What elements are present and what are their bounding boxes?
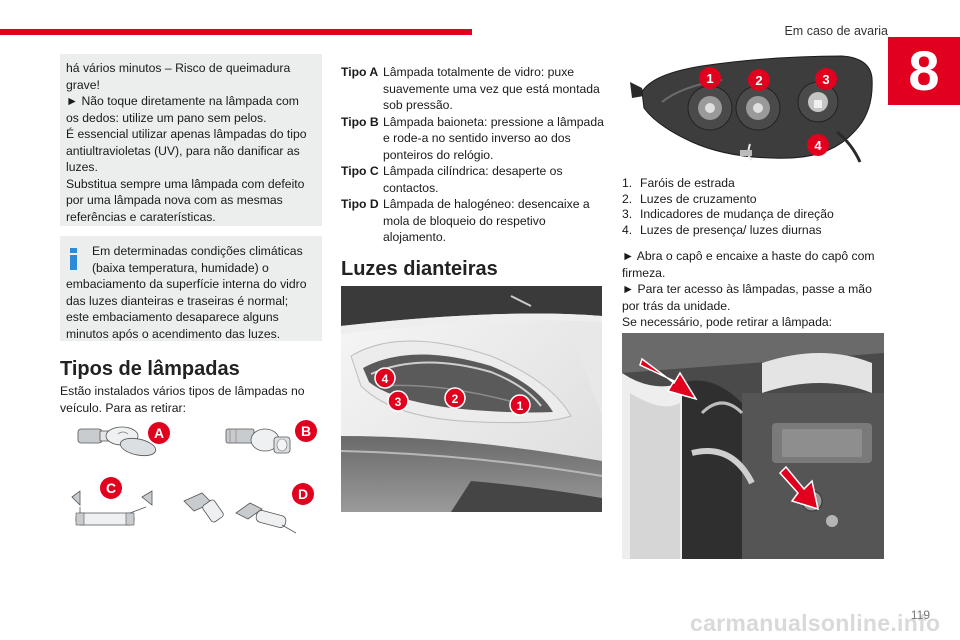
front-lights-heading: Luzes dianteiras [341,258,498,280]
bulb-types-heading: Tipos de lâmpadas [60,358,240,380]
bulb-b-illustration [225,428,291,454]
info-icon [68,248,79,270]
arrow-icon [778,465,820,511]
section-title: Em caso de avaria [784,24,888,38]
front-label-2: 2 [444,387,466,409]
bulb-label-b: B [295,420,317,442]
bulb-d-illustration [183,492,297,534]
svg-text:1: 1 [517,399,524,413]
svg-text:B: B [301,423,311,439]
headlamp-rear-figure: 1 2 3 4 [630,55,873,163]
svg-text:C: C [106,480,116,496]
warning-line: É essencial utilizar apenas lâmpadas do … [66,127,307,174]
front-lights-steps: ► Abra o capô e encaixe a haste do capô … [622,248,884,331]
type-description: Lâmpada totalmente de vidro: puxe suavem… [383,65,600,112]
warning-line: há vários minutos – Risco de queimadura … [66,61,291,92]
front-label-1: 1 [509,394,531,416]
warning-line: ► Não toque diretamente na lâmpada com o… [66,94,299,125]
info-first-line: Em determinadas condições climáticas [92,244,303,258]
type-row: Tipo D Lâmpada de halogéneo: desencaixe … [341,196,607,246]
list-item: 1.Faróis de estrada [622,176,735,190]
bulb-a-illustration [77,426,157,457]
bulb-label-a: A [148,422,170,444]
bulb-c-illustration [71,490,153,526]
svg-text:D: D [298,486,308,502]
step-line: Se necessário, pode retirar a lâmpada: [622,315,833,329]
step-line: ► Abra o capô e encaixe a haste do capô … [622,249,875,280]
front-label-3: 3 [387,390,409,412]
type-label: Tipo B [341,114,379,129]
svg-text:3: 3 [395,395,402,409]
page-number: 119 [910,608,930,622]
svg-text:1: 1 [706,71,713,86]
arrow-icon [639,357,698,401]
headlamp-label-1: 1 [699,67,721,89]
bulb-label-d: D [292,483,314,505]
list-item: 4.Luzes de presença/ luzes diurnas [622,222,822,237]
warning-box: há vários minutos – Risco de queimadura … [60,54,322,226]
type-row: Tipo B Lâmpada baioneta: pressione a lâm… [341,114,607,164]
info-box: Em determinadas condições climáticas (ba… [60,236,322,341]
engine-bay-figure [622,333,884,559]
type-row: Tipo C Lâmpada cilíndrica: desaperte os … [341,163,607,196]
type-description: Lâmpada de halogéneo: desencaixe a mola … [383,197,590,244]
svg-text:A: A [154,425,164,441]
list-item: 3.Indicadores de mudança de direção [622,207,834,221]
svg-text:4: 4 [814,138,822,153]
type-label: Tipo A [341,65,379,79]
type-description: Lâmpada cilíndrica: desaperte os contact… [383,164,563,195]
type-row: Tipo A Lâmpada totalmente de vidro: puxe… [341,64,607,114]
headlamp-label-4: 4 [807,134,829,156]
warning-line: Substitua sempre uma lâmpada com defeito… [66,176,305,224]
bulb-label-c: C [100,477,122,499]
headlamp-label-3: 3 [815,68,837,90]
header-accent-bar [0,29,472,35]
svg-text:2: 2 [452,392,459,406]
step-line: ► Para ter acesso às lâmpadas, passe a m… [622,282,872,313]
svg-text:2: 2 [755,73,762,88]
svg-text:3: 3 [822,72,829,87]
info-second-line: (baixa temperatura, humidade) o [92,260,269,275]
type-description: Lâmpada baioneta: pressione a lâmpada e … [383,114,604,162]
chapter-badge: 8 [888,37,960,105]
type-label: Tipo D [341,197,379,211]
type-label: Tipo C [341,164,379,178]
front-lights-figure: 4 3 2 1 [341,286,602,512]
list-item: 2.Luzes de cruzamento [622,191,757,206]
front-label-4: 4 [374,367,396,389]
bulb-types-intro: Estão instalados vários tipos de lâmpada… [60,384,305,415]
bulb-types-figure: A B C D [71,420,317,534]
headlamp-label-2: 2 [748,69,770,91]
watermark: carmanualsonline.info [690,610,941,636]
front-lights-list: 1.Faróis de estrada 2.Luzes de cruzament… [622,176,884,238]
bulb-types-list: Tipo A Lâmpada totalmente de vidro: puxe… [341,64,607,246]
info-rest: embaciamento da superfície interna do vi… [66,277,307,341]
svg-text:4: 4 [382,372,389,386]
